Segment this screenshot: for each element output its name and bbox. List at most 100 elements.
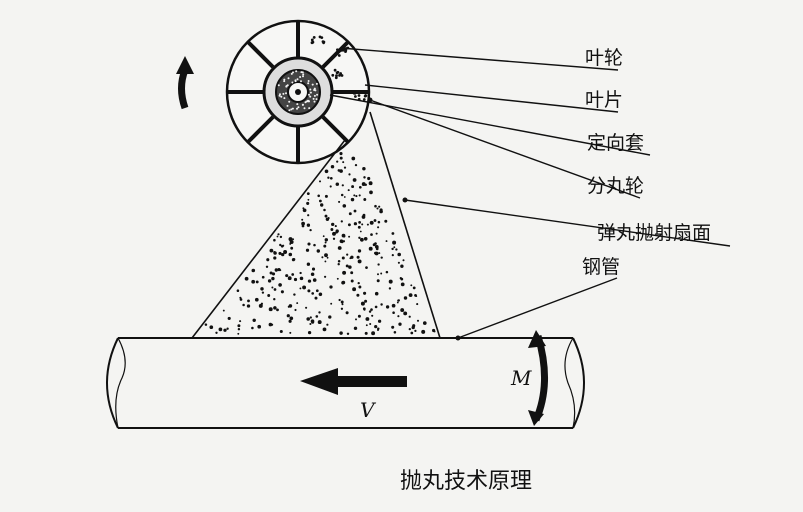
shot-particle [299, 271, 302, 275]
shot-particle [271, 276, 275, 281]
shot-particle [400, 282, 405, 287]
shot-particle [351, 156, 356, 161]
blade-particle [362, 98, 366, 101]
core-particle [309, 88, 312, 91]
core-particle [292, 71, 294, 74]
shot-particle [338, 200, 341, 203]
core-particle [302, 73, 305, 76]
shot-particle [361, 223, 364, 226]
shot-particle [285, 274, 289, 278]
impeller-wheel [225, 19, 371, 165]
shot-particle [291, 258, 295, 262]
shot-particle [239, 320, 242, 323]
shot-particle [348, 235, 351, 238]
shot-particle [237, 324, 241, 328]
shot-particle [408, 327, 411, 331]
shot-particle [339, 156, 343, 160]
shot-particle [388, 287, 392, 290]
shot-particle [416, 319, 420, 322]
blade-particle [363, 94, 367, 98]
shot-particle [414, 329, 417, 333]
shot-particle [280, 290, 284, 294]
shot-particle [410, 331, 414, 335]
shot-particle [346, 332, 350, 336]
shot-particle [355, 318, 357, 321]
shot-particle [287, 305, 290, 308]
blade-particle [333, 68, 337, 72]
shot-particle [289, 316, 294, 321]
shot-particle [271, 286, 274, 289]
shot-particle [307, 330, 312, 335]
core-particle [287, 77, 290, 80]
shot-particle [353, 222, 358, 226]
shot-particle [357, 281, 360, 285]
label-blast-fan: 弹丸抛射扇面 [597, 222, 711, 244]
shot-particle [281, 252, 285, 257]
shot-particle [318, 311, 321, 314]
core-particle [286, 84, 289, 87]
shot-particle [307, 279, 312, 283]
blade-particle [310, 41, 314, 45]
shot-particle [339, 331, 343, 335]
shot-particle [283, 250, 288, 254]
shot-particle [315, 315, 319, 318]
shot-particle [350, 271, 354, 275]
shot-particle [236, 289, 240, 292]
shot-particle [293, 293, 296, 296]
shot-particle [352, 287, 357, 292]
core-particle [295, 70, 298, 73]
shot-particle [269, 271, 273, 275]
shot-particle [276, 308, 279, 312]
shot-particle [324, 260, 327, 263]
shot-particle [321, 256, 324, 259]
shot-particle [366, 223, 369, 226]
shot-particle [239, 296, 242, 299]
shot-particle [306, 262, 311, 266]
blade-particle [344, 49, 348, 52]
shot-particle [313, 243, 316, 247]
shot-particle [327, 217, 330, 220]
shot-particle [273, 306, 277, 310]
shot-particle [293, 277, 298, 282]
shot-particle [340, 240, 344, 244]
shot-particle [319, 199, 322, 203]
blade-particle [335, 74, 338, 77]
shot-particle [215, 331, 218, 334]
shot-particle [364, 331, 368, 335]
core-particle [303, 107, 306, 110]
shot-particle [278, 251, 282, 255]
shot-particle [296, 302, 299, 305]
shot-particle [368, 310, 372, 313]
shot-particle [364, 183, 367, 186]
shot-particle [374, 291, 379, 296]
shot-particle [377, 273, 379, 276]
shot-particle [363, 198, 367, 201]
shot-particle [370, 308, 373, 311]
core-particle [288, 100, 291, 103]
shot-particle [318, 292, 323, 297]
blade-particle [336, 48, 339, 52]
rotation-label: M [510, 366, 532, 390]
shot-particle [324, 169, 329, 174]
core-particle [309, 91, 312, 94]
core-particle [316, 93, 319, 96]
shot-particle [307, 198, 310, 201]
shot-particle [316, 249, 321, 253]
shot-particle [339, 152, 343, 156]
figure-caption: 抛丸技术原理 [400, 469, 532, 494]
shot-particle [320, 203, 324, 207]
shot-particle [374, 305, 378, 309]
shot-particle [410, 284, 413, 287]
shot-particle [375, 232, 378, 235]
core-particle [299, 76, 302, 78]
wheel-rotation-arrow [176, 56, 194, 110]
shot-particle [374, 251, 379, 256]
shot-particle [377, 263, 380, 266]
shot-particle [380, 256, 383, 259]
core-particle [309, 95, 312, 98]
shot-particle [307, 214, 310, 217]
shot-particle [363, 236, 368, 241]
shot-particle [341, 184, 344, 187]
shot-particle [326, 256, 329, 259]
shot-particle [252, 318, 256, 323]
